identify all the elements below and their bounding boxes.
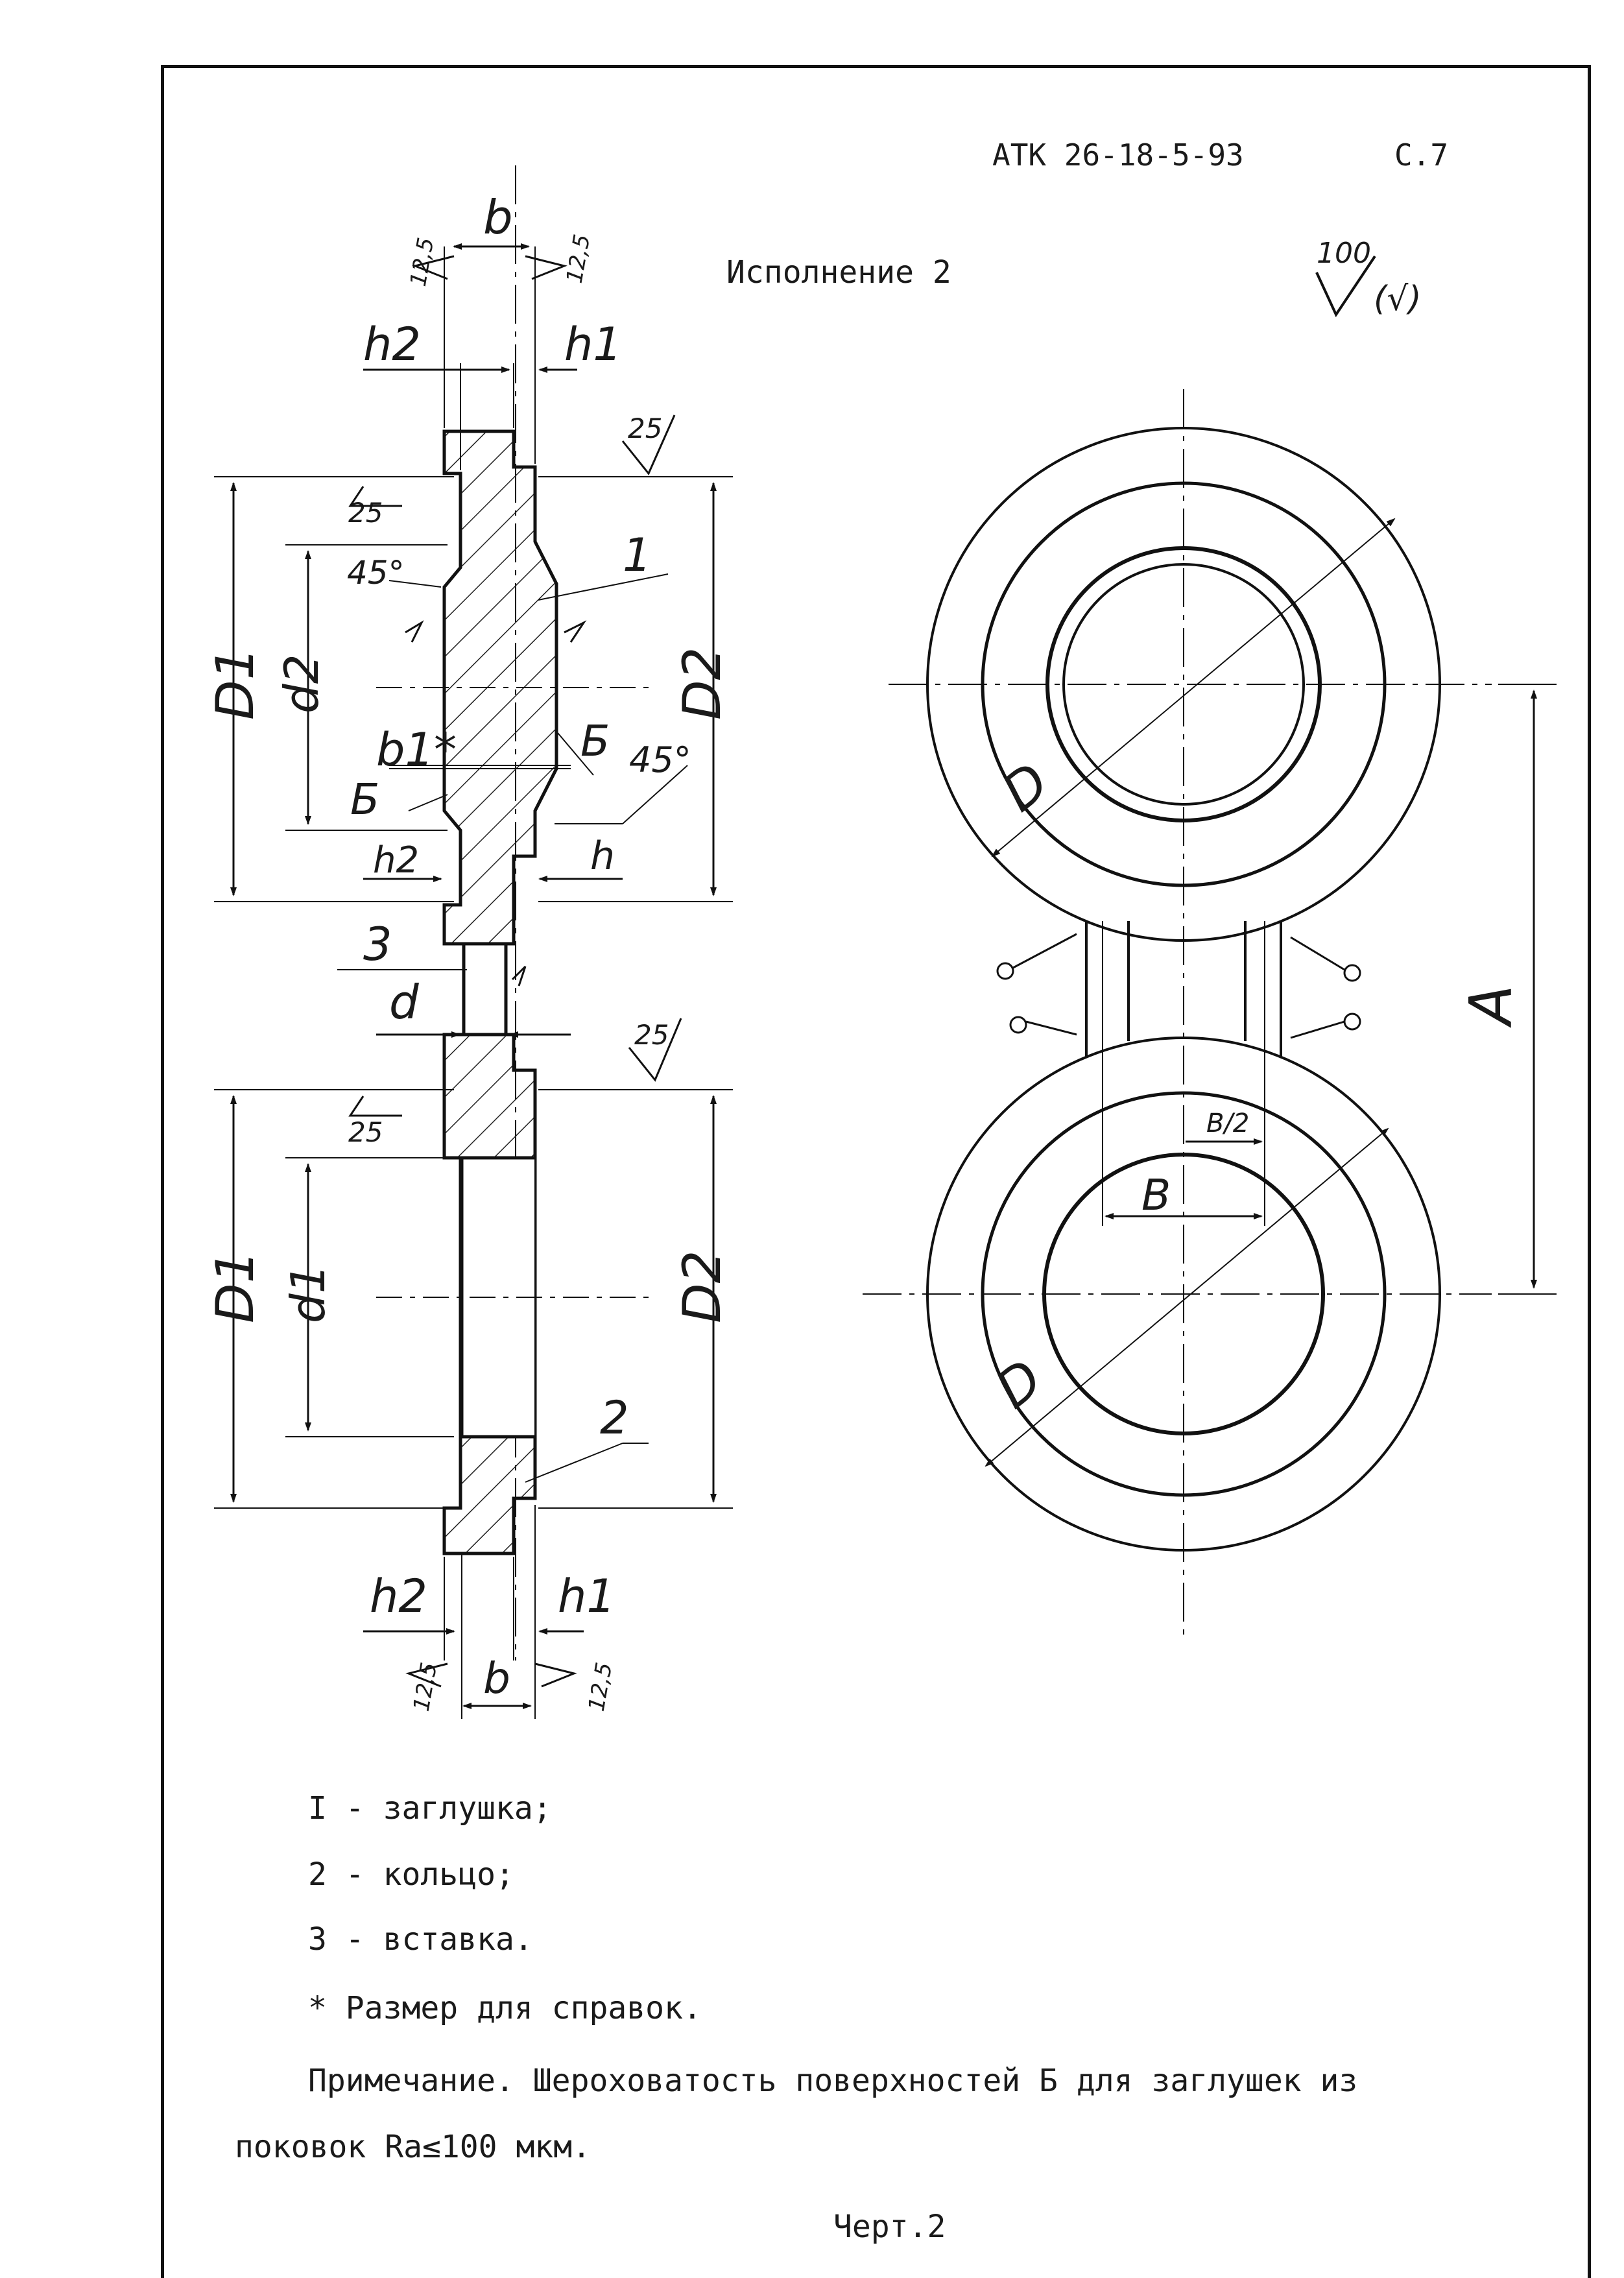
note-line-2: поковок Ra≤100 мкм.: [235, 2129, 591, 2165]
svg-text:h1: h1: [558, 1570, 615, 1623]
svg-text:B: B: [1141, 1170, 1171, 1220]
legend-item-1: I - заглушка;: [308, 1790, 552, 1827]
svg-text:D: D: [991, 751, 1060, 823]
svg-text:Б: Б: [350, 774, 379, 824]
svg-text:12,5: 12,5: [584, 1661, 618, 1713]
svg-text:Б: Б: [580, 716, 610, 766]
svg-text:(√): (√): [1374, 280, 1422, 318]
svg-text:D2: D2: [672, 1251, 732, 1324]
page-number: С.7: [1394, 138, 1449, 173]
svg-text:D1: D1: [205, 647, 265, 721]
svg-text:D2: D2: [672, 647, 732, 721]
drawing-caption: Черт.2: [833, 2209, 946, 2245]
svg-text:45°: 45°: [629, 739, 691, 780]
svg-text:12,5: 12,5: [562, 232, 596, 285]
svg-text:3: 3: [363, 918, 392, 971]
svg-text:d: d: [389, 975, 420, 1029]
svg-text:d2: d2: [274, 654, 329, 713]
variant-title: Исполнение 2: [726, 254, 951, 291]
svg-text:25: 25: [348, 1116, 383, 1148]
legend-item-2: 2 - кольцо;: [308, 1856, 514, 1893]
part-3-insert: [462, 942, 508, 1037]
svg-text:b: b: [483, 190, 513, 245]
svg-text:A: A: [1457, 985, 1525, 1028]
footnote: * Размер для справок.: [308, 1990, 702, 2026]
svg-text:2: 2: [600, 1391, 629, 1445]
roughness-ticks: [348, 255, 682, 1688]
svg-text:D1: D1: [205, 1251, 265, 1324]
svg-text:25: 25: [628, 413, 662, 444]
svg-text:25: 25: [634, 1019, 669, 1051]
svg-text:h: h: [590, 833, 615, 879]
svg-text:100: 100: [1317, 237, 1371, 270]
svg-text:1: 1: [623, 529, 652, 582]
svg-text:d1: d1: [281, 1264, 335, 1323]
section-view: [214, 165, 733, 1719]
doc-code: АТК 26-18-5-93: [992, 138, 1244, 173]
svg-text:b: b: [483, 1653, 510, 1703]
svg-text:h2: h2: [373, 839, 419, 881]
note-line-1: Примечание. Шероховатость поверхностей Б…: [308, 2063, 1358, 2099]
svg-text:45°: 45°: [347, 554, 405, 592]
svg-text:h1: h1: [564, 318, 622, 371]
svg-text:h2: h2: [363, 318, 421, 371]
svg-text:b1*: b1*: [376, 723, 457, 776]
part-1-blind: [442, 429, 558, 946]
front-view: [863, 389, 1557, 1641]
svg-text:B/2: B/2: [1206, 1109, 1249, 1138]
svg-text:h2: h2: [370, 1570, 427, 1623]
legend-item-3: 3 - вставка.: [308, 1921, 533, 1958]
front-labels: D D A B B/2: [985, 751, 1525, 1420]
svg-text:25: 25: [348, 497, 383, 529]
svg-text:D: D: [985, 1348, 1053, 1420]
roughness-general-mark: 100 (√): [1315, 237, 1422, 318]
drawing-frame: [161, 65, 1591, 2278]
